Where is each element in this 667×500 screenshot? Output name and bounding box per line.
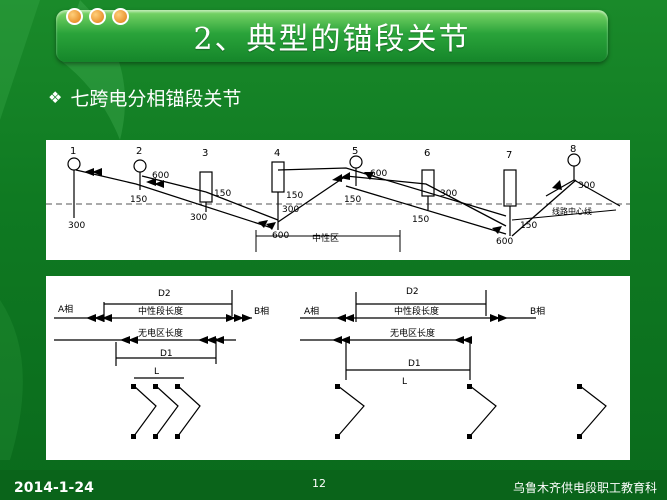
diamond-bullet-icon: ❖ — [48, 88, 63, 107]
centerline-label: 线路中心线 — [552, 206, 592, 216]
d2-label: D2 — [158, 289, 171, 299]
height-label: 600 — [496, 237, 513, 247]
l-label: L — [402, 377, 407, 387]
d1-label: D1 — [160, 349, 173, 359]
d2-label: D2 — [406, 287, 419, 297]
height-label: 150 — [520, 221, 537, 231]
pole-number: 6 — [424, 148, 430, 159]
subtitle-text: 七跨电分相锚段关节 — [70, 88, 242, 110]
phase-b-label: B相 — [530, 305, 545, 317]
neutral-section-diagram: A相 B相 D2 中性段长度 无电区长度 D1 L A相 B相 D2 中性段长度… — [46, 276, 630, 460]
page-title: 2、典型的锚段关节 — [193, 22, 471, 57]
l-label: L — [154, 367, 159, 377]
footer-date: 2014-1-24 — [14, 480, 94, 496]
height-label: 300 — [578, 181, 595, 191]
footer-organization: 乌鲁木齐供电段职工教育科 — [512, 481, 657, 495]
height-label: 150 — [130, 195, 147, 205]
neutral-section-svg: A相 B相 D2 中性段长度 无电区长度 D1 L A相 B相 D2 中性段长度… — [54, 287, 607, 439]
height-label: 300 — [68, 221, 85, 231]
phase-a-label: A相 — [304, 305, 319, 317]
page-number: 12 — [312, 477, 326, 490]
height-label: 150 — [214, 189, 231, 199]
neutral-zone-label: 中性区 — [312, 232, 339, 244]
anchor-section-svg: 中性区 1 2 — [46, 144, 630, 252]
dot-icon — [112, 8, 129, 25]
pole-number: 7 — [506, 150, 512, 161]
neutral-length-label: 中性段长度 — [394, 305, 439, 317]
pole-number: 3 — [202, 148, 208, 159]
d1-label: D1 — [408, 359, 421, 369]
height-label: 300 — [440, 189, 457, 199]
height-label: 150 — [286, 191, 303, 201]
height-label: 600 — [152, 171, 169, 181]
pole-number: 4 — [274, 148, 280, 159]
height-label: 600 — [272, 231, 289, 241]
title-bar: 2、典型的锚段关节 — [56, 10, 608, 62]
dead-zone-length-label: 无电区长度 — [390, 327, 435, 339]
height-label: 300 — [190, 213, 207, 223]
height-label: 600 — [370, 169, 387, 179]
pole-number: 5 — [352, 146, 358, 157]
dead-zone-length-label: 无电区长度 — [138, 327, 183, 339]
height-label: 150 — [412, 215, 429, 225]
pole-number: 1 — [70, 146, 76, 157]
window-dots — [66, 8, 129, 25]
dot-icon — [89, 8, 106, 25]
phase-b-label: B相 — [254, 305, 269, 317]
anchor-section-diagram: 中性区 1 2 — [46, 140, 630, 260]
height-label: 300 — [282, 205, 299, 215]
phase-a-label: A相 — [58, 303, 73, 315]
pole-number: 8 — [570, 144, 576, 155]
subtitle: ❖ 七跨电分相锚段关节 — [48, 84, 241, 111]
neutral-length-label: 中性段长度 — [138, 305, 183, 317]
dot-icon — [66, 8, 83, 25]
pole-number: 2 — [136, 146, 142, 157]
height-label: 150 — [344, 195, 361, 205]
